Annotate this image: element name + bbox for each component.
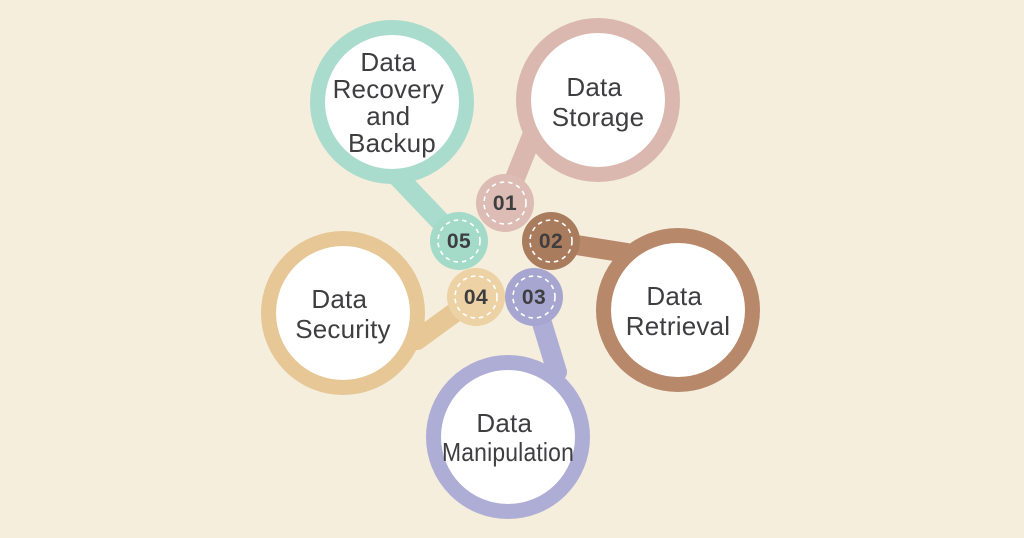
- badge-number-03: 03: [522, 286, 546, 309]
- node-ring: [596, 228, 760, 392]
- badge-number-05: 05: [447, 230, 471, 253]
- badge-number-01: 01: [493, 192, 517, 215]
- node-ring: [426, 355, 590, 519]
- node-ring: [261, 231, 425, 395]
- node-label-data-retrieval: Data Retrieval: [626, 281, 730, 341]
- node-data-security: 04 Data Security: [261, 231, 505, 395]
- node-circle-fill: [276, 246, 410, 380]
- node-data-manipulation: 03 Data Manipulation: [426, 268, 590, 519]
- badge-dashed-ring-02: [529, 219, 573, 263]
- node-circle-fill: [325, 35, 459, 169]
- badge-number-02: 02: [539, 230, 563, 253]
- node-data-recovery-and-backup: 05 Data Recovery and Backup: [310, 20, 488, 270]
- label-line: Data: [646, 281, 702, 311]
- label-line: Security: [295, 314, 391, 344]
- node-circle-fill: [441, 370, 575, 504]
- node-ring: [516, 18, 680, 182]
- badge-number-04: 04: [464, 286, 488, 309]
- label-line: Recovery: [333, 74, 444, 104]
- badge-dashed-ring-04: [454, 275, 498, 319]
- label-line: Data: [360, 47, 416, 77]
- node-data-storage: 01 Data Storage: [476, 18, 680, 232]
- node-label-data-storage: Data Storage: [552, 72, 644, 132]
- node-label-data-manipulation: Data Manipulation: [442, 408, 574, 467]
- label-line: Manipulation: [442, 437, 574, 467]
- node-label-data-recovery-and-backup: Data Recovery and Backup: [333, 47, 452, 158]
- node-label-data-security: Data Security: [295, 284, 391, 344]
- node-circle-fill: [531, 33, 665, 167]
- label-line: and: [366, 101, 410, 131]
- badge-dashed-ring-05: [437, 219, 481, 263]
- label-line: Data: [311, 284, 367, 314]
- label-line: Retrieval: [626, 311, 730, 341]
- label-line: Data: [566, 72, 622, 102]
- node-circle-fill: [611, 243, 745, 377]
- node-data-retrieval: 02 Data Retrieval: [522, 212, 760, 392]
- badge-dashed-ring-03: [512, 275, 556, 319]
- node-ring: [310, 20, 474, 184]
- badge-dashed-ring-01: [483, 181, 527, 225]
- label-line: Storage: [552, 102, 644, 132]
- label-line: Backup: [348, 128, 436, 158]
- label-line: Data: [476, 408, 532, 438]
